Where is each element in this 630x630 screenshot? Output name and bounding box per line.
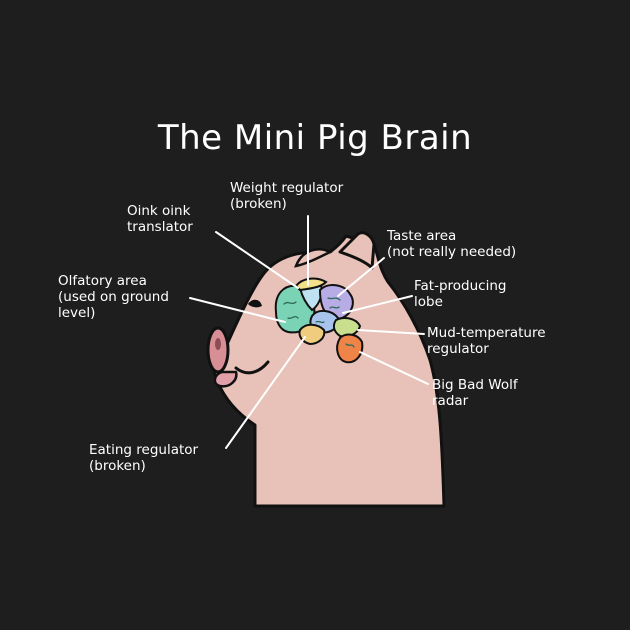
label-oink-translator: Oink oink translator [127,203,193,235]
brain-region-weight [294,277,328,292]
label-weight-regulator: Weight regulator (broken) [230,180,344,212]
label-olfatory-area: Olfatory area (used on ground level) [58,273,169,321]
brain-region-eating [298,323,326,346]
pig-eye [248,299,262,308]
callout-line-oink [215,231,299,289]
label-fat-producing-lobe: Fat-producing lobe [414,278,507,310]
callout-line-taste [337,257,385,297]
label-taste-area: Taste area (not really needed) [387,228,517,260]
callout-line-eating [225,336,306,449]
callout-line-fat [342,295,413,314]
label-big-bad-wolf-radar: Big Bad Wolf radar [432,377,518,409]
callout-lines [189,215,429,449]
brain-region-wolf [336,333,364,364]
pig-head [212,234,446,508]
pig-nostril [215,338,221,350]
page-title: The Mini Pig Brain [157,118,473,158]
callout-line-mud [357,329,425,335]
brain-fold-lines [283,297,355,348]
pig-tongue [213,370,238,388]
pig-ear-back [294,248,333,268]
callout-line-wolf [359,351,429,385]
label-mud-temperature-regulator: Mud-temperature regulator [427,325,546,357]
label-eating-regulator: Eating regulator (broken) [89,442,199,474]
pig-ear-front [338,231,376,270]
pig-mouth [234,360,270,375]
brain [274,277,364,364]
callout-line-olfactory [189,297,286,323]
